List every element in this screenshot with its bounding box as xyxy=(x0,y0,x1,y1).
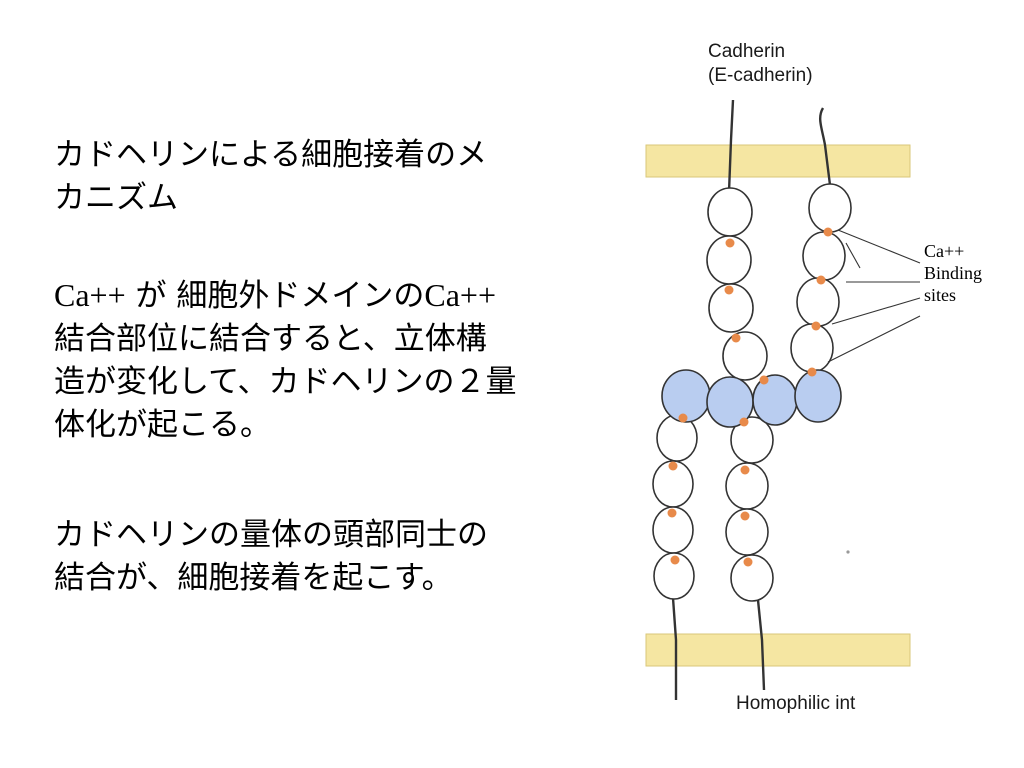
paragraph-line-4: 体化が起こる。 xyxy=(54,407,271,443)
cadherin-tail-top-right xyxy=(819,107,832,186)
calcium-binding-sites xyxy=(667,227,833,567)
head-domain-1 xyxy=(661,369,711,423)
binding-sites-label-line-3: sites xyxy=(924,285,957,305)
adhesion-line-2: 結合が、細胞接着を起こす。 xyxy=(54,560,453,596)
leader-line xyxy=(827,315,921,363)
adhesion-line-1: カドヘリンの量体の頭部同士の xyxy=(54,517,488,553)
paragraph-line-1: Ca++ が 細胞外ドメインのCa++ xyxy=(54,274,594,318)
binding-site xyxy=(759,375,769,385)
binding-site xyxy=(740,511,750,521)
cadherin-label-line-2: (E-cadherin) xyxy=(708,65,813,86)
domain-upper-left-3 xyxy=(708,283,754,333)
domain-lower-right-4 xyxy=(730,554,774,602)
calcium-term-1: Ca++ xyxy=(54,277,126,313)
homophilic-label: Homophilic int xyxy=(736,693,856,714)
domain-upper-left-1 xyxy=(707,187,753,237)
binding-site xyxy=(811,321,821,331)
binding-site xyxy=(678,413,688,423)
calcium-term-2: Ca++ xyxy=(424,277,496,313)
head-domain-4 xyxy=(794,369,842,423)
binding-site xyxy=(743,557,753,567)
paragraph-line-1-middle: が 細胞外ドメインの xyxy=(125,278,425,314)
heading-line-1: カドヘリンによる細胞接着のメ xyxy=(54,137,488,173)
speck xyxy=(846,550,850,554)
cadherin-tail-bottom-right xyxy=(756,599,766,691)
binding-site xyxy=(807,367,817,377)
binding-site xyxy=(731,333,741,343)
paragraph-line-3: 造が変化して、カドヘリンの２量 xyxy=(54,364,517,400)
cadherin-diagram xyxy=(645,99,921,700)
binding-site xyxy=(670,555,680,565)
cadherin-heads xyxy=(661,369,842,428)
cadherin-label: Cadherin (E-cadherin) xyxy=(708,40,813,88)
binding-site xyxy=(667,508,677,518)
domain-upper-right-4 xyxy=(790,323,834,373)
domain-lower-left-4 xyxy=(653,552,695,600)
leader-line xyxy=(837,229,921,264)
leader-line xyxy=(831,297,921,325)
domain-upper-right-1 xyxy=(808,183,852,233)
leader-line xyxy=(845,242,861,269)
head-domain-3 xyxy=(752,374,798,426)
slide-heading: カドヘリンによる細胞接着のメ カニズム xyxy=(54,134,594,220)
cadherin-domains xyxy=(652,183,852,602)
paragraph-line-2: 結合部位に結合すると、立体構 xyxy=(54,321,487,357)
upper-cell-membrane xyxy=(645,144,911,178)
binding-site-leader-lines xyxy=(827,229,921,363)
binding-site xyxy=(823,227,833,237)
cadherin-label-line-1: Cadherin xyxy=(708,41,786,62)
binding-site xyxy=(740,465,750,475)
binding-site xyxy=(724,285,734,295)
binding-sites-label-line-2: Binding xyxy=(924,263,983,283)
slide-paragraph-adhesion: カドヘリンの量体の頭部同士の 結合が、細胞接着を起こす。 xyxy=(54,514,594,600)
cadherin-tail-top-left xyxy=(727,99,735,193)
binding-site xyxy=(668,461,678,471)
cadherin-tail-bottom-left xyxy=(671,597,678,700)
binding-site xyxy=(739,417,749,427)
binding-site xyxy=(725,238,735,248)
binding-site xyxy=(816,275,826,285)
domain-upper-right-3 xyxy=(796,277,840,327)
lower-cell-membrane xyxy=(645,633,911,667)
domain-upper-left-4 xyxy=(722,331,768,381)
slide-paragraph-calcium: Ca++ が 細胞外ドメインのCa++ 結合部位に結合すると、立体構 造が変化し… xyxy=(54,274,594,447)
binding-sites-label-line-1: Ca++ xyxy=(924,241,965,261)
binding-sites-label: Ca++ Binding sites xyxy=(924,240,982,306)
heading-line-2: カニズム xyxy=(54,180,178,216)
domain-upper-right-2 xyxy=(802,231,846,281)
